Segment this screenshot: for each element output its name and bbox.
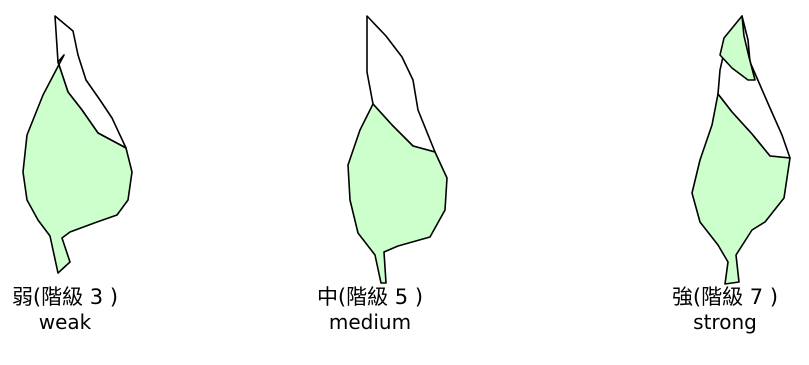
leaf-medium bbox=[347, 15, 448, 284]
leaf-weak-green-portion bbox=[22, 54, 133, 274]
caption-strong-english: strong bbox=[693, 310, 757, 335]
caption-weak-english: weak bbox=[38, 310, 92, 335]
caption-weak-level: 弱(階級 3 ) bbox=[11, 285, 119, 309]
caption-medium-level: 中(階級 5 ) bbox=[316, 285, 424, 309]
leaf-strong-green-top bbox=[719, 15, 756, 81]
leaf-strong-green-portion bbox=[691, 93, 791, 285]
caption-weak: 弱(階級 3 ) weak bbox=[0, 284, 130, 335]
leaf-medium-green-portion bbox=[347, 103, 448, 284]
caption-strong-level: 強(階級 7 ) bbox=[671, 285, 779, 309]
caption-medium: 中(階級 5 ) medium bbox=[305, 284, 435, 335]
caption-strong: 強(階級 7 ) strong bbox=[660, 284, 790, 335]
caption-medium-english: medium bbox=[328, 310, 412, 335]
leaf-weak bbox=[22, 15, 133, 274]
leaf-strong bbox=[691, 15, 791, 285]
